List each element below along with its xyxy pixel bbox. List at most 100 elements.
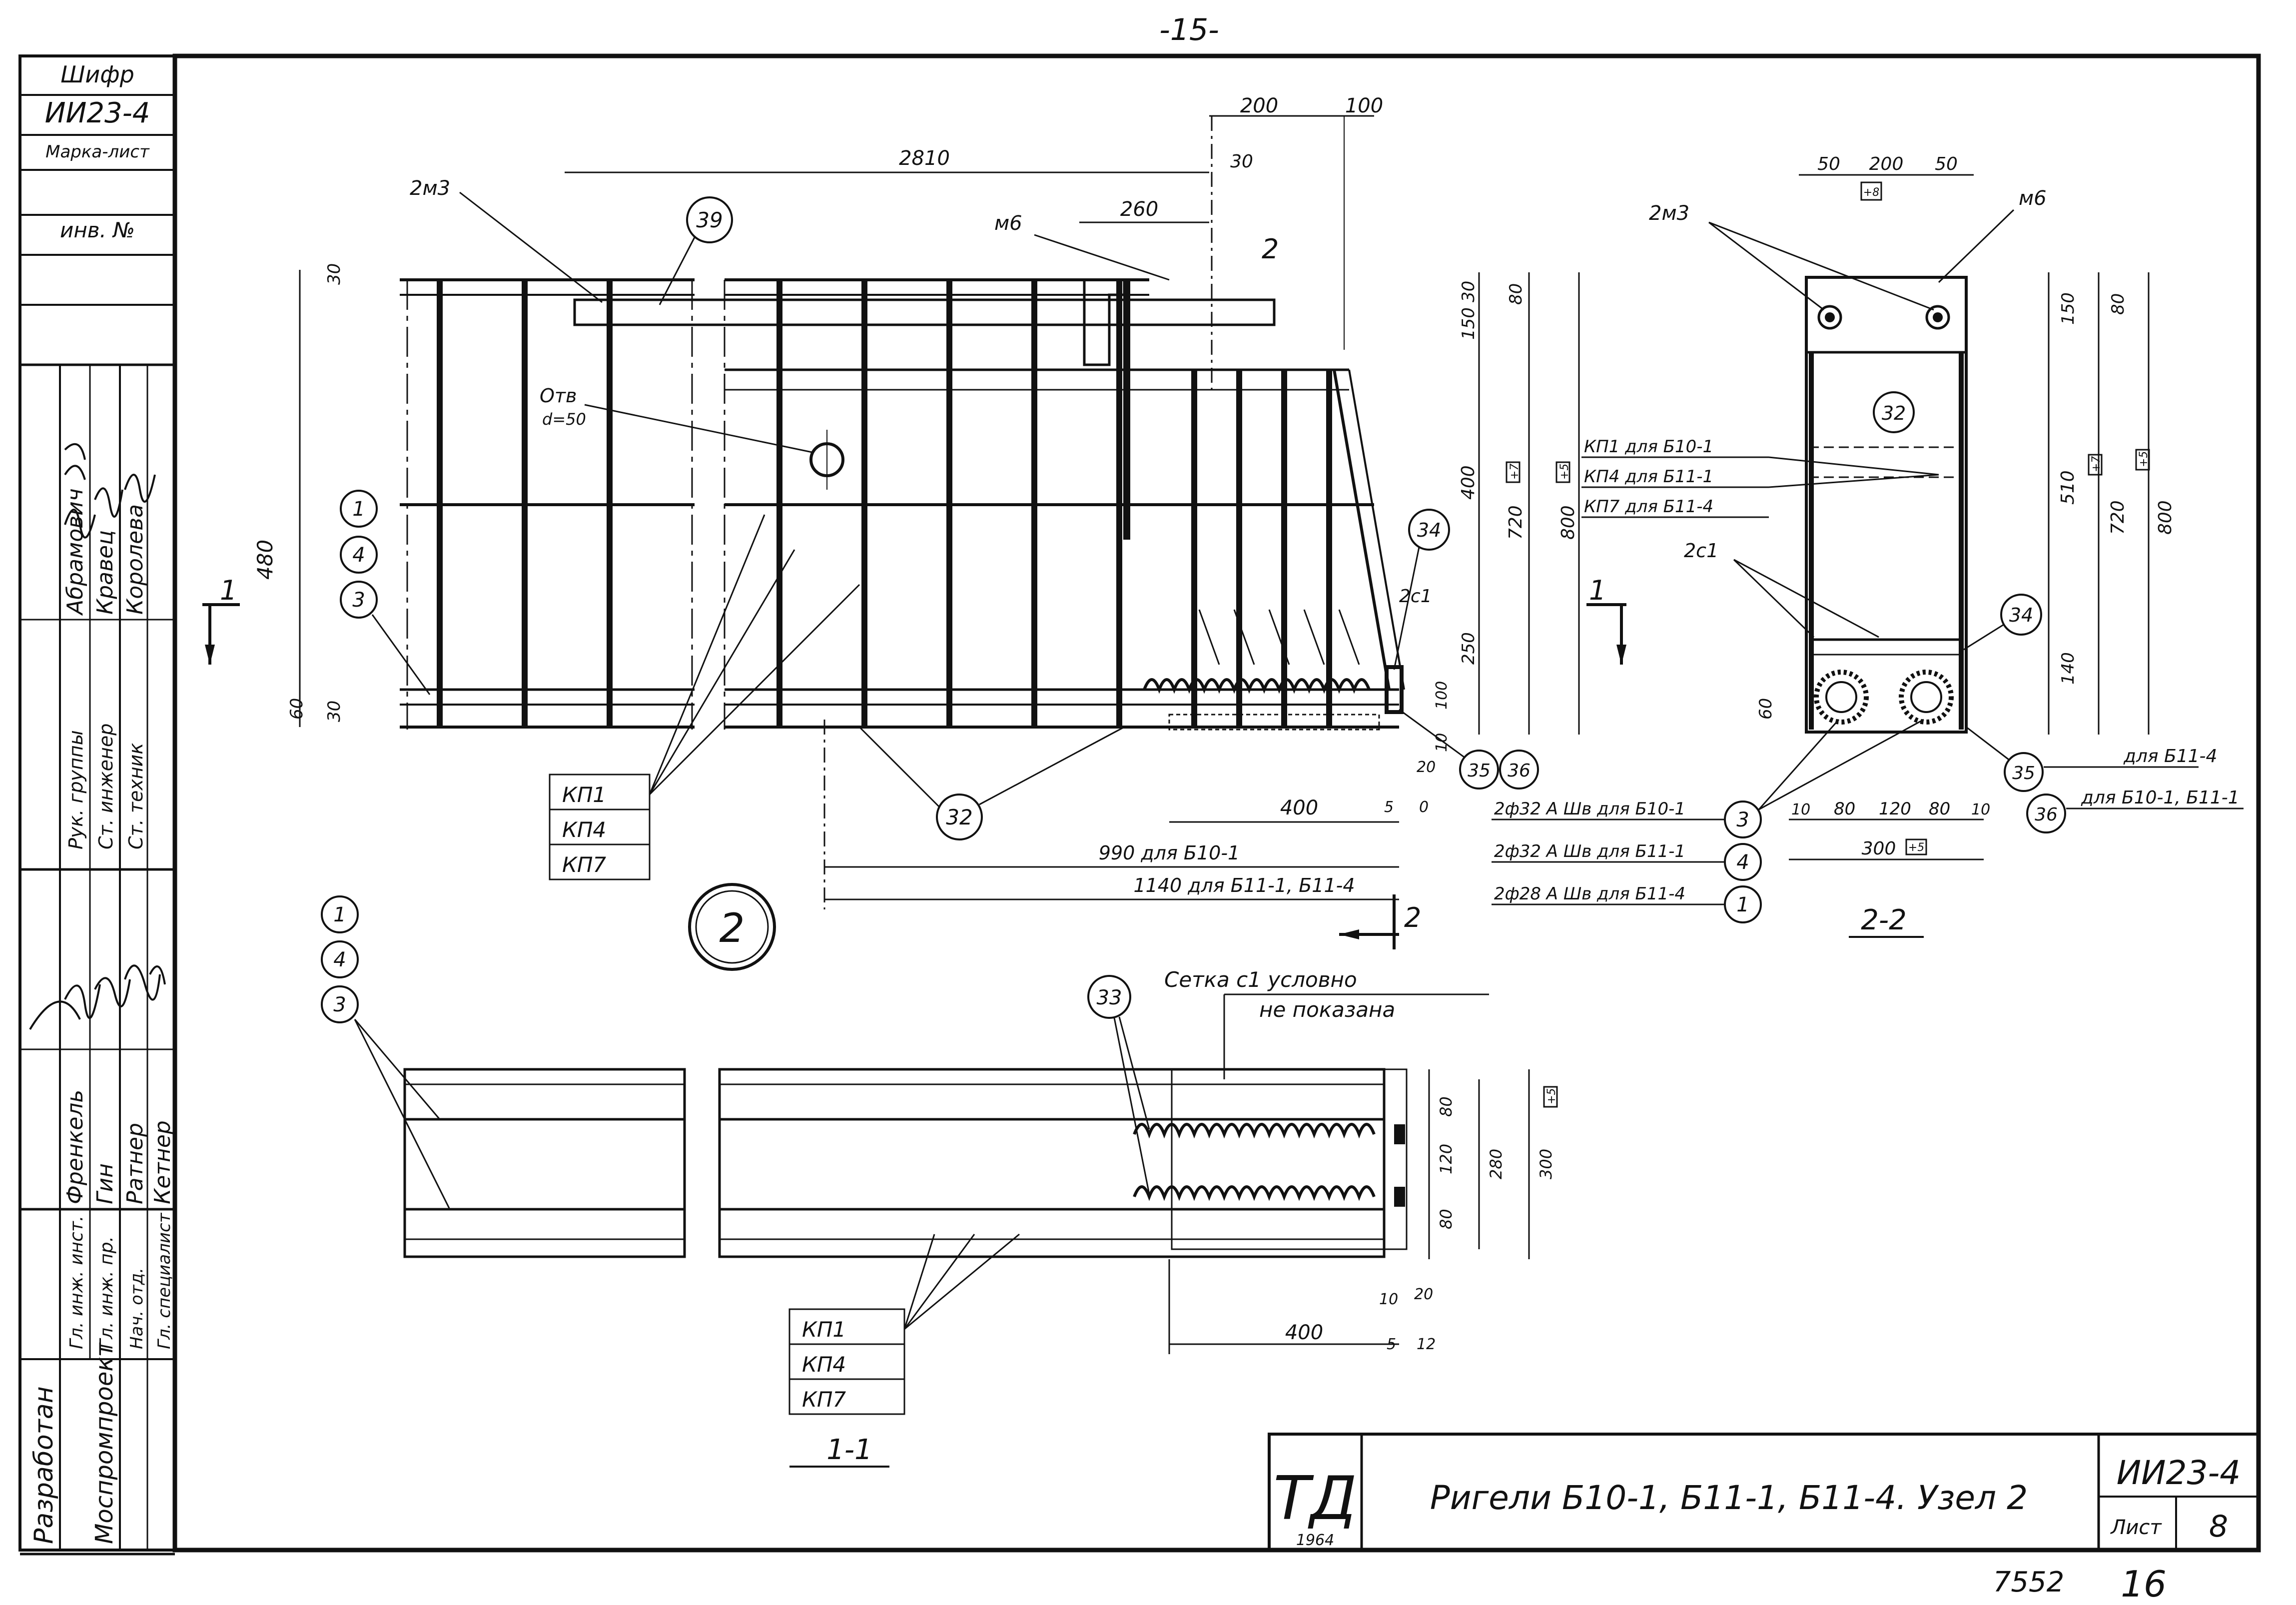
- svg-text:3: 3: [352, 589, 365, 612]
- spiral-upper: [1133, 1123, 1376, 1139]
- publisher-mark: ТД: [1273, 1464, 1357, 1534]
- ss-callout-4: 4: [1724, 843, 1762, 881]
- title-block-frame: [1268, 1433, 2260, 1552]
- ss-dim-80b: 80: [1929, 799, 1950, 819]
- callout-4-main: 4: [340, 536, 378, 574]
- dim-r-20: 20: [1417, 759, 1436, 776]
- ss-callout-1: 1: [1724, 885, 1762, 923]
- ss-mark-plus7: +7: [2090, 456, 2103, 472]
- svg-text:1: 1: [1589, 575, 1606, 606]
- section-2-2-outline: [1805, 276, 1968, 734]
- svg-text:39: 39: [696, 208, 723, 232]
- ss-dim-800: 800: [2155, 500, 2176, 535]
- s11-callout-1: 1: [321, 895, 359, 933]
- ss-callout-36: 36: [2026, 794, 2244, 833]
- role-3: Ст. техник: [125, 743, 147, 849]
- dim-left-30: 30: [324, 263, 344, 285]
- svg-text:36: 36: [2035, 804, 2058, 825]
- dim-200: 200: [1240, 94, 1278, 117]
- sheet-code: ИИ23-4: [2117, 1454, 2241, 1492]
- dim-r-150: 150: [1459, 307, 1479, 340]
- role-5: Гл. инж. пр.: [96, 1236, 117, 1349]
- role-1: Рук. группы: [65, 730, 87, 849]
- callout-36-main: 36: [1499, 750, 1539, 790]
- ss-dim-140: 140: [2058, 652, 2078, 685]
- callout-34-main: 34: [1393, 509, 1450, 670]
- ss-dim-80a: 80: [1834, 799, 1855, 819]
- ss-for-36: для Б10-1, Б11-1: [2081, 788, 2240, 808]
- name-7: Кетнер: [150, 1120, 175, 1204]
- s11-dim-120: 120: [1437, 1144, 1456, 1174]
- s11-callout-3: 3: [321, 985, 451, 1210]
- s11-dim-5: 5: [1387, 1336, 1396, 1353]
- dim-100: 100: [1345, 94, 1383, 117]
- dim-30-top: 30: [1230, 151, 1253, 172]
- dim-left-30b: 30: [324, 701, 344, 722]
- signatures-upper: [64, 443, 156, 539]
- mark-plus5: +5: [1558, 464, 1571, 480]
- dim-260: 260: [1120, 198, 1158, 221]
- frame-table-main: [549, 774, 651, 880]
- svg-text:4: 4: [333, 948, 346, 971]
- label-2m3: 2м3: [410, 177, 450, 200]
- ss-callout-35: 35: [1966, 726, 2199, 792]
- role-2: Ст. инженер: [95, 724, 117, 849]
- stamp-frame: [18, 54, 176, 1552]
- ss-dim-150: 150: [2058, 292, 2078, 325]
- ss-callout-3: 3: [1724, 719, 1924, 838]
- s11-mark: +5: [1545, 1088, 1558, 1104]
- frame-table-1-1: [788, 1308, 905, 1415]
- hole-diameter: d=50: [542, 410, 586, 429]
- svg-text:1: 1: [1736, 893, 1749, 916]
- ss-for-35: для Б11-4: [2123, 746, 2217, 767]
- name-4: Френкель: [62, 1090, 88, 1204]
- svg-text:35: 35: [2012, 763, 2035, 784]
- spiral-mesh: [1143, 678, 1371, 694]
- ss-dim-120: 120: [1879, 799, 1911, 819]
- callout-1-main: 1: [340, 490, 378, 528]
- ss-note-kp1: КП1 для Б10-1: [1584, 437, 1713, 457]
- s11-frame-kp4: КП4: [802, 1352, 846, 1377]
- ss-mark-plus5: +5: [2138, 451, 2150, 467]
- s11-callout-4: 4: [321, 940, 359, 978]
- svg-text:32: 32: [946, 805, 972, 829]
- section-1-1: Сетка с1 условно не показана 1 4 3 33 80: [321, 895, 1558, 1468]
- ss-dim-200: 200: [1869, 154, 1904, 174]
- mark-plus7: +7: [1509, 464, 1521, 480]
- ss-label-m6: м6: [2019, 187, 2047, 210]
- svg-text:3: 3: [333, 993, 346, 1016]
- section-mark-2: 2: [688, 883, 776, 971]
- dim-400: 400: [1280, 797, 1318, 819]
- svg-text:32: 32: [1882, 402, 1906, 424]
- page-number-top: -15-: [1159, 12, 1219, 47]
- signatures-lower: [29, 964, 166, 1030]
- ss-rebar-2: 2ф32 А Шв для Б11-1: [1494, 841, 1685, 861]
- name-2: Кравец: [92, 530, 118, 615]
- ss-dim-10a: 10: [1791, 801, 1810, 818]
- ss-note-kp4: КП4 для Б11-1: [1584, 467, 1713, 487]
- ss-rebar-3: 2ф28 А Шв для Б11-4: [1494, 884, 1685, 904]
- organization-label: Моспромпроект: [90, 1342, 118, 1544]
- archive-number: 7552: [1993, 1566, 2065, 1599]
- role-6: Нач. отд.: [127, 1268, 147, 1349]
- s11-dim-80b: 80: [1437, 1209, 1456, 1229]
- sheet-label: Лист: [2110, 1516, 2162, 1539]
- s11-callout-33: 33: [1087, 975, 1150, 1195]
- ss-note-kp7: КП7 для Б11-4: [1584, 497, 1713, 517]
- ss-dim-50a: 50: [1817, 154, 1840, 174]
- ss-dim-720: 720: [2108, 500, 2128, 535]
- svg-text:4: 4: [352, 544, 365, 567]
- s11-dim-12: 12: [1417, 1336, 1436, 1353]
- label-m6: м6: [994, 212, 1022, 235]
- frame-kp4: КП4: [562, 817, 606, 842]
- svg-text:35: 35: [1468, 761, 1491, 781]
- role-4: Гл. инж. инст.: [66, 1216, 87, 1349]
- dim-r-400: 400: [1458, 465, 1479, 500]
- dim-left-60: 60: [287, 698, 307, 720]
- marka-label: Марка-лист: [45, 142, 150, 162]
- cut-2-arrow-bottom: 2: [1339, 894, 1421, 949]
- ss-label-2m3: 2м3: [1649, 202, 1689, 225]
- section-2-2: 50 200 50 +8 2м3 м6 150 80 510 720 800 1…: [1492, 154, 2244, 938]
- sheet-number: 8: [2209, 1509, 2228, 1544]
